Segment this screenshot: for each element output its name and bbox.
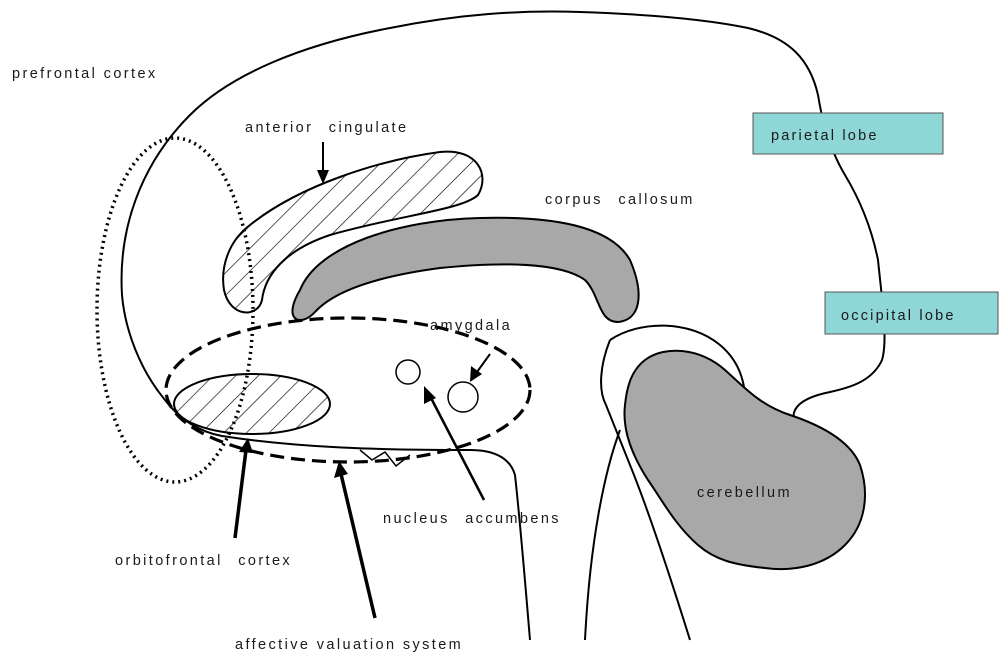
amygdala-arrow xyxy=(470,354,490,382)
affective-valuation-system-label: affective valuation system xyxy=(235,637,463,653)
amygdala-circle xyxy=(448,382,478,412)
prefrontal-cortex-label: prefrontal cortex xyxy=(12,66,158,82)
orbitofrontal-cortex-arrow xyxy=(235,438,253,538)
cerebellum-label: cerebellum xyxy=(697,485,792,501)
orbitofrontal-cortex-label: orbitofrontal cortex xyxy=(115,553,292,569)
corpus-callosum-region xyxy=(292,218,638,322)
amygdala-label: amygdala xyxy=(430,318,512,334)
affective-valuation-arrow xyxy=(334,461,375,618)
nucleus-accumbens-label: nucleus accumbens xyxy=(383,511,561,527)
cerebellum-region xyxy=(624,351,865,569)
nucleus-accumbens-circle xyxy=(396,360,420,384)
parietal-lobe-label: parietal lobe xyxy=(771,128,879,144)
occipital-lobe-label: occipital lobe xyxy=(841,308,956,324)
anterior-cingulate-arrow xyxy=(317,142,329,184)
orbitofrontal-cortex-region xyxy=(174,374,330,434)
corpus-callosum-label: corpus callosum xyxy=(545,192,695,208)
anterior-cingulate-label: anterior cingulate xyxy=(245,120,408,136)
